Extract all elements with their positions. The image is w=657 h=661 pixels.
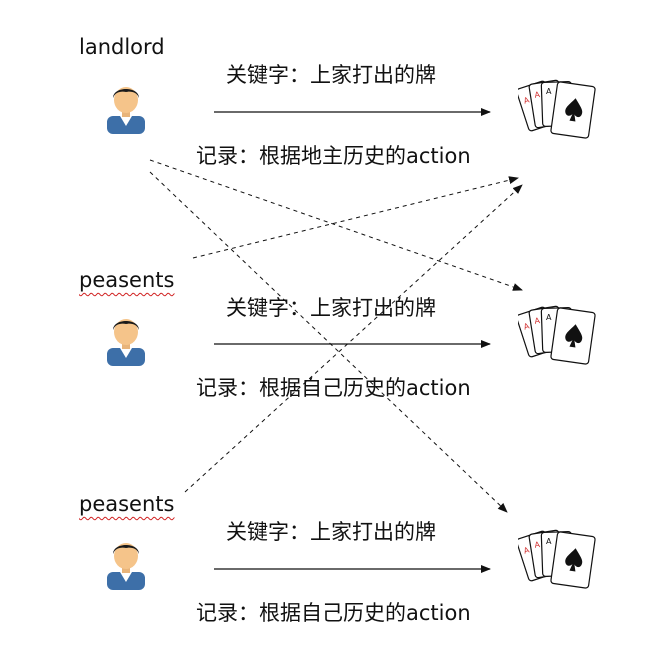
svg-text:A: A (534, 90, 541, 100)
svg-text:A: A (546, 87, 552, 96)
svg-text:A: A (534, 316, 541, 326)
dashed-arrow-peasent1-to-landlord-cards (192, 176, 519, 259)
role-label-peasent-1: peasents (79, 268, 175, 292)
dashed-arrow-landlord-to-peasent2-cards (149, 171, 508, 513)
playing-cards-icon: A A A (518, 529, 596, 589)
playing-cards-icon: A A A (518, 305, 596, 365)
person-icon (107, 319, 145, 366)
dashed-arrow-landlord-to-peasent1-cards (149, 159, 523, 291)
svg-text:A: A (534, 540, 541, 550)
key-label-peasent-2: 关键字：上家打出的牌 (226, 520, 436, 544)
svg-text:A: A (546, 537, 552, 546)
record-label-peasent-1: 记录：根据自己历史的action (196, 376, 471, 400)
svg-text:A: A (523, 95, 531, 105)
role-label-peasent-2: peasents (79, 492, 175, 516)
svg-text:A: A (523, 545, 531, 555)
key-label-landlord: 关键字：上家打出的牌 (226, 63, 436, 87)
person-icon (107, 87, 145, 134)
record-label-peasent-2: 记录：根据自己历史的action (196, 601, 471, 625)
dashed-arrow-peasent2-to-landlord-cards (184, 184, 523, 493)
svg-text:A: A (546, 313, 552, 322)
person-icon (107, 543, 145, 590)
record-label-landlord: 记录：根据地主历史的action (196, 144, 471, 168)
role-label-landlord: landlord (79, 35, 165, 59)
svg-text:A: A (523, 321, 531, 331)
key-label-peasent-1: 关键字：上家打出的牌 (226, 296, 436, 320)
playing-cards-icon: A A A (518, 79, 596, 139)
